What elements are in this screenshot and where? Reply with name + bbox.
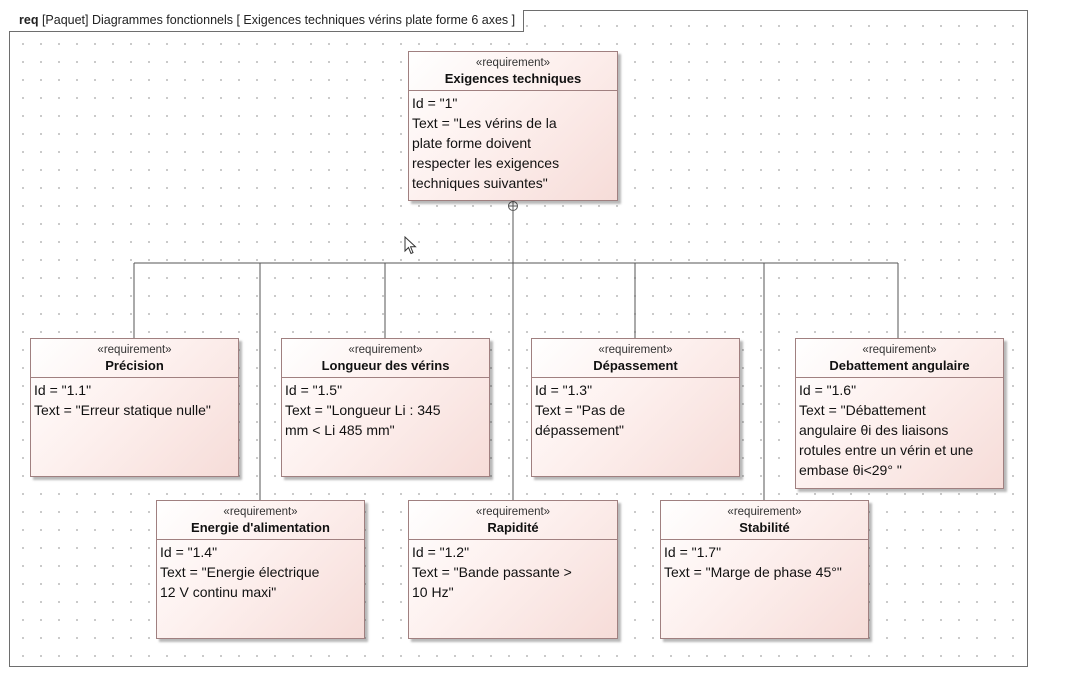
requirement-energie-alimentation[interactable]: «requirement» Energie d'alimentation Id … (156, 500, 365, 639)
compartment-divider (409, 539, 617, 540)
requirement-name: Longueur des vérins (321, 358, 450, 373)
requirement-text: Text = "Bande passante > 10 Hz" (412, 564, 572, 600)
requirement-id: Id = "1.5" (285, 382, 343, 398)
requirement-text: Text = "Pas de dépassement" (535, 402, 626, 438)
requirement-id: Id = "1.3" (535, 382, 593, 398)
requirement-id: Id = "1.6" (799, 382, 857, 398)
requirement-id: Id = "1.2" (412, 544, 470, 560)
stereotype-label: «requirement» (598, 344, 673, 356)
requirement-name: Stabilité (739, 520, 790, 535)
requirement-name: Exigences techniques (444, 71, 582, 86)
requirement-id: Id = "1.4" (160, 544, 218, 560)
requirement-text: Text = "Les vérins de la plate forme doi… (412, 115, 560, 191)
requirement-text: Text = "Longueur Li : 345 mm < Li 485 mm… (285, 402, 441, 438)
requirement-name: Rapidité (487, 520, 539, 535)
diagram-kind-keyword: req (19, 13, 39, 27)
compartment-divider (31, 377, 238, 378)
compartment-divider (282, 377, 489, 378)
compartment-divider (157, 539, 364, 540)
requirement-precision[interactable]: «requirement» Précision Id = "1.1" Text … (30, 338, 239, 477)
stereotype-label: «requirement» (475, 506, 551, 518)
requirement-name: Dépassement (593, 358, 678, 373)
compartment-divider (661, 539, 868, 540)
requirement-name: Energie d'alimentation (191, 520, 330, 535)
requirement-rapidite[interactable]: «requirement» Rapidité Id = "1.2" Text =… (408, 500, 618, 639)
stereotype-label: «requirement» (97, 344, 172, 356)
compartment-divider (409, 90, 617, 91)
mouse-pointer-icon (404, 236, 417, 255)
stereotype-label: «requirement» (348, 344, 423, 356)
requirement-debattement-angulaire[interactable]: «requirement» Debattement angulaire Id =… (795, 338, 1004, 489)
compartment-divider (532, 377, 739, 378)
stereotype-label: «requirement» (475, 57, 551, 69)
requirement-id: Id = "1.7" (664, 544, 722, 560)
stereotype-label: «requirement» (223, 506, 298, 518)
requirement-longueur-des-verins[interactable]: «requirement» Longueur des vérins Id = "… (281, 338, 490, 477)
requirement-text: Text = "Energie électrique 12 V continu … (160, 564, 320, 600)
containment-crosshair-icon (508, 201, 518, 211)
stereotype-label: «requirement» (862, 344, 937, 356)
requirement-id: Id = "1.1" (34, 382, 92, 398)
requirement-text: Text = "Marge de phase 45°" (664, 564, 842, 580)
requirement-depassement[interactable]: «requirement» Dépassement Id = "1.3" Tex… (531, 338, 740, 477)
compartment-divider (796, 377, 1003, 378)
requirement-name: Debattement angulaire (829, 358, 970, 373)
diagram-frame-header: req [Paquet] Diagrammes fonctionnels [ E… (9, 10, 525, 32)
requirement-exigences-techniques[interactable]: «requirement» Exigences techniques Id = … (408, 51, 618, 201)
requirement-stabilite[interactable]: «requirement» Stabilité Id = "1.7" Text … (660, 500, 869, 639)
requirement-text: Text = "Erreur statique nulle" (34, 402, 211, 418)
requirement-text: Text = "Débattement angulaire θi des lia… (799, 402, 974, 478)
stereotype-label: «requirement» (727, 506, 802, 518)
diagram-title: [Paquet] Diagrammes fonctionnels [ Exige… (41, 13, 516, 27)
requirement-id: Id = "1" (412, 95, 458, 111)
requirement-name: Précision (105, 358, 164, 373)
